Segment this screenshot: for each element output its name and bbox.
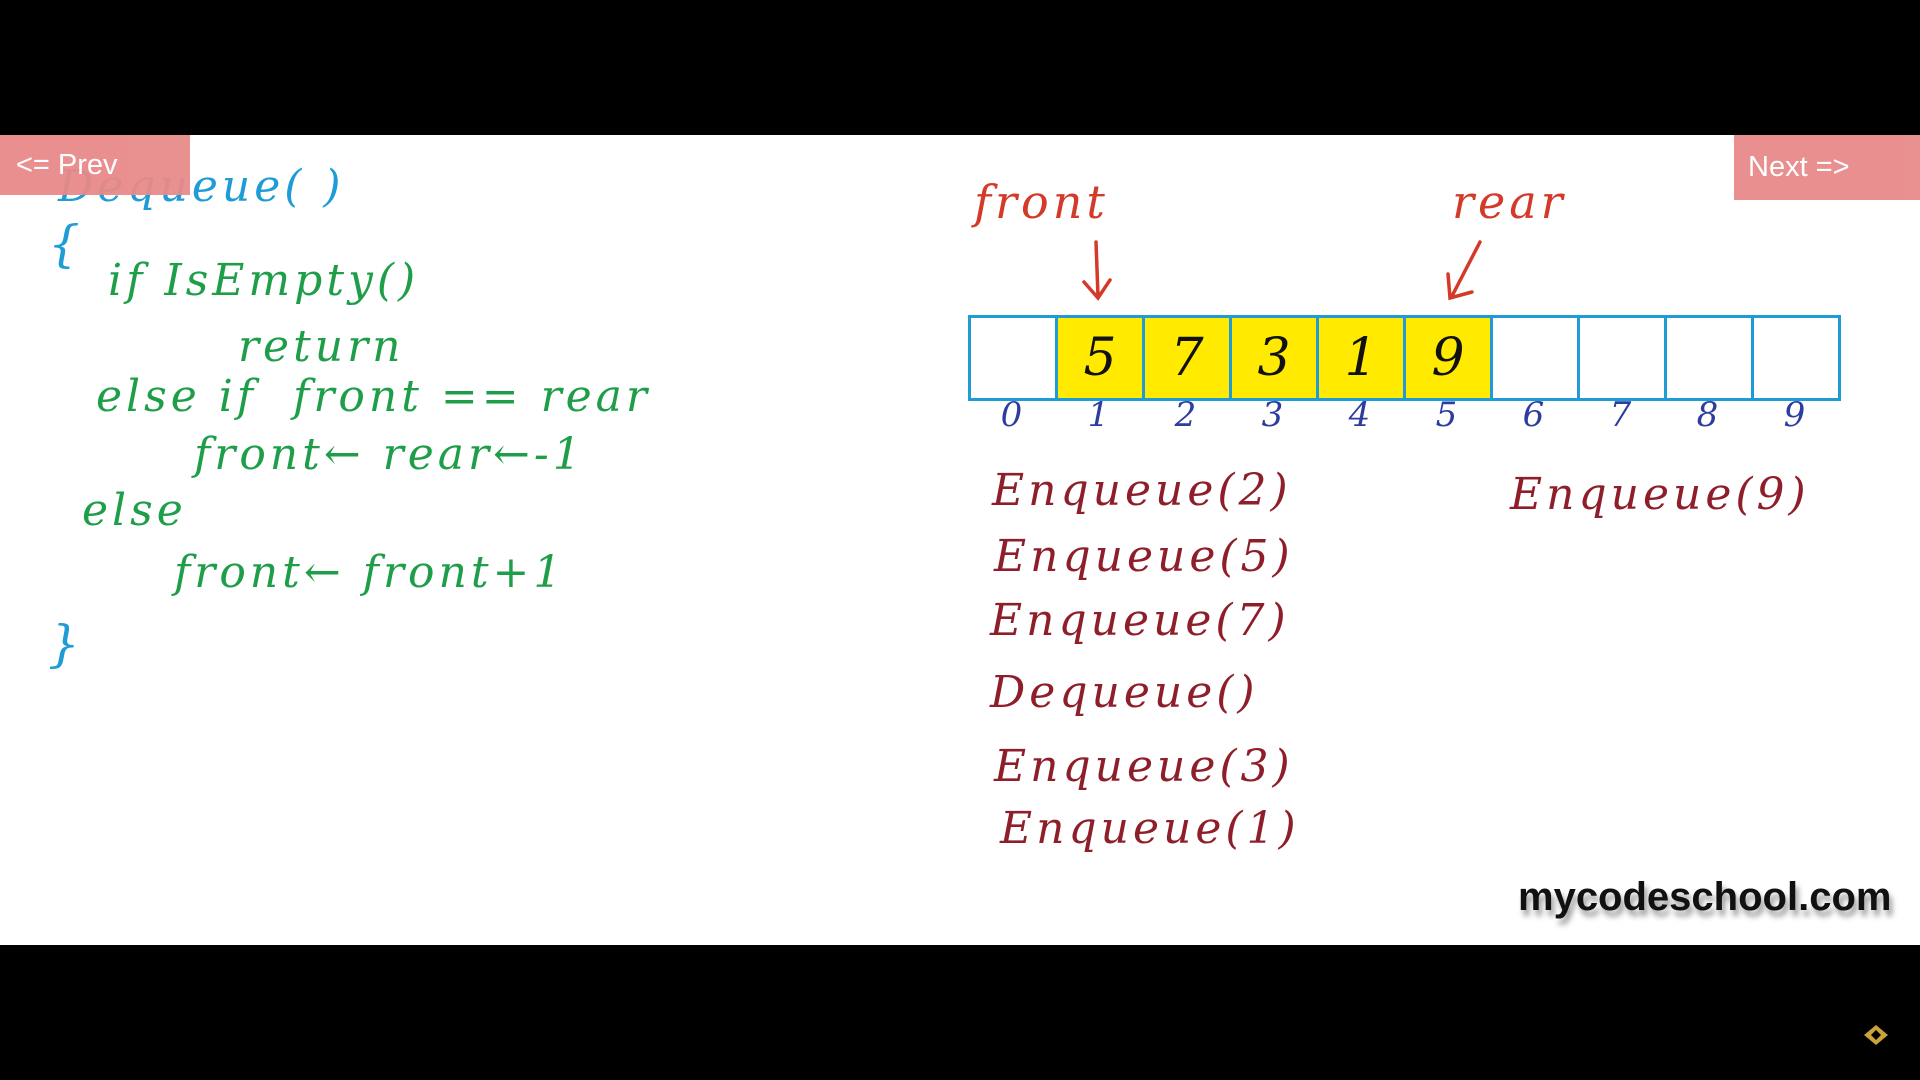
code-line-return: return bbox=[238, 321, 405, 372]
queue-cell-3: 3 bbox=[1232, 318, 1319, 398]
index-label: 5 bbox=[1435, 395, 1458, 435]
queue-cell-0 bbox=[971, 318, 1058, 398]
front-label: front bbox=[974, 175, 1109, 229]
queue-indices: 0 1 2 3 4 5 6 7 8 9 bbox=[968, 395, 1838, 435]
player-logo-icon[interactable] bbox=[1860, 1022, 1892, 1048]
front-arrow-icon bbox=[1082, 240, 1112, 301]
queue-cell-6 bbox=[1493, 318, 1580, 398]
code-line-increment: front← front+1 bbox=[174, 547, 566, 598]
operation-item: Enqueue(2) bbox=[992, 465, 1292, 516]
index-label: 6 bbox=[1522, 395, 1545, 435]
code-line-else-if: else if front == rear bbox=[96, 371, 651, 422]
code-line-if: if IsEmpty() bbox=[108, 255, 420, 306]
prev-button[interactable]: <= Prev bbox=[0, 135, 190, 195]
open-brace: { bbox=[48, 215, 84, 273]
index-label: 7 bbox=[1609, 395, 1632, 435]
queue-cell-1: 5 bbox=[1058, 318, 1145, 398]
letterbox-top bbox=[0, 0, 1920, 135]
whiteboard: Dequeue( ) { if IsEmpty() return else if… bbox=[0, 135, 1920, 945]
close-brace: } bbox=[48, 615, 84, 673]
queue-cell-2: 7 bbox=[1145, 318, 1232, 398]
code-line-else: else bbox=[82, 485, 187, 536]
rear-label: rear bbox=[1452, 175, 1567, 229]
index-label: 8 bbox=[1696, 395, 1719, 435]
queue-cell-4: 1 bbox=[1319, 318, 1406, 398]
operation-item: Enqueue(5) bbox=[994, 531, 1294, 582]
index-label: 9 bbox=[1783, 395, 1806, 435]
index-label: 0 bbox=[1000, 395, 1023, 435]
operation-item: Enqueue(1) bbox=[1000, 803, 1300, 854]
code-line-assign-neg: front← rear←-1 bbox=[194, 429, 585, 480]
next-button[interactable]: Next => bbox=[1734, 135, 1920, 200]
operation-item: Enqueue(7) bbox=[990, 595, 1290, 646]
operation-item: Dequeue() bbox=[990, 667, 1259, 718]
index-label: 4 bbox=[1348, 395, 1371, 435]
rear-arrow-icon bbox=[1446, 240, 1482, 301]
operation-item: Enqueue(3) bbox=[994, 741, 1294, 792]
letterbox-bottom bbox=[0, 945, 1920, 1080]
queue-cell-5: 9 bbox=[1406, 318, 1493, 398]
index-label: 1 bbox=[1087, 395, 1110, 435]
operation-item-right: Enqueue(9) bbox=[1510, 469, 1810, 520]
index-label: 2 bbox=[1174, 395, 1197, 435]
queue-cell-9 bbox=[1754, 318, 1838, 398]
index-label: 3 bbox=[1261, 395, 1284, 435]
site-logo: mycodeschool.com bbox=[1518, 875, 1892, 919]
queue-cell-8 bbox=[1667, 318, 1754, 398]
queue-cell-7 bbox=[1580, 318, 1667, 398]
queue-array: 5 7 3 1 9 bbox=[968, 315, 1841, 401]
